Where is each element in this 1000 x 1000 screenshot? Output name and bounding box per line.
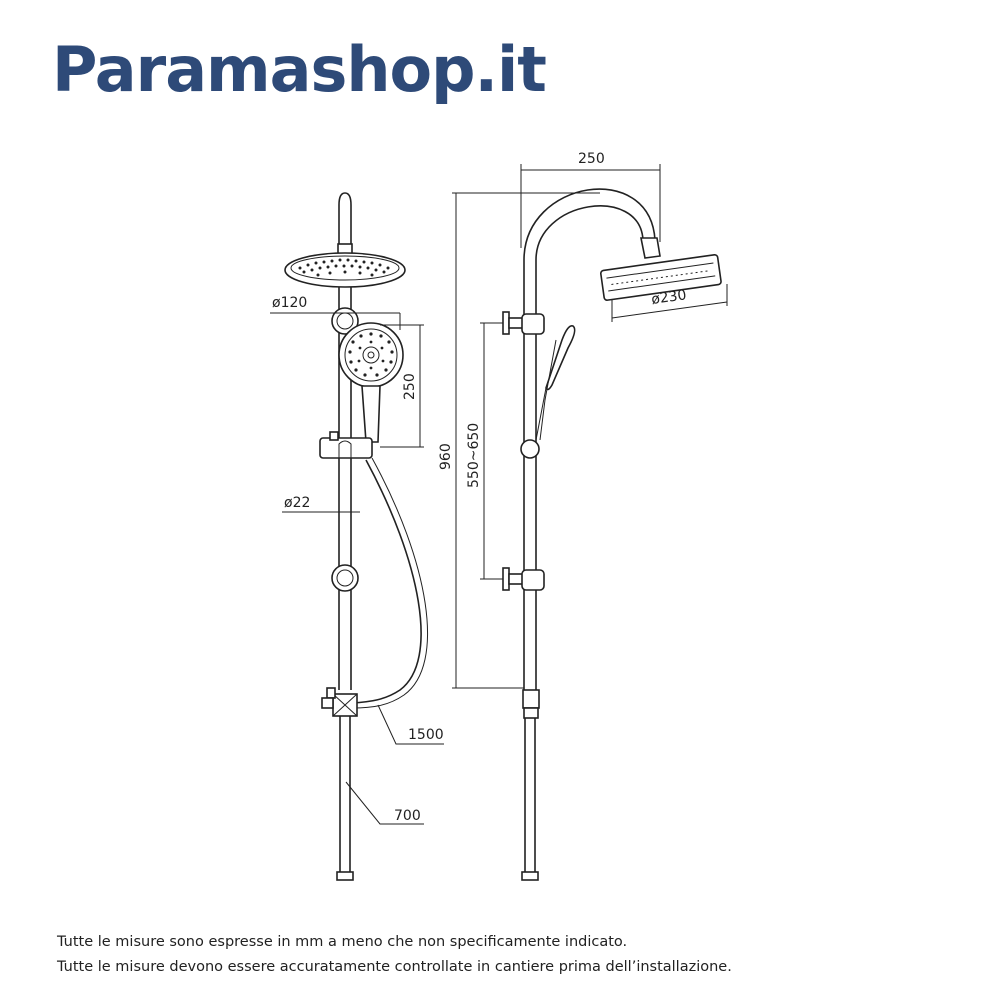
dim-head-diameter: ø230	[650, 287, 687, 308]
dim-slide-travel: 250	[402, 373, 418, 400]
slide-holder-side	[520, 439, 540, 459]
hose	[351, 459, 422, 704]
wall-bracket-upper-side	[502, 311, 545, 335]
wall-bracket-upper-front	[331, 307, 359, 335]
wall-bracket-lower-front	[331, 564, 359, 592]
hand-shower-dots	[348, 332, 394, 377]
dim-bracket-spacing: 550~650	[466, 423, 482, 488]
dim-handshower-diameter: ø120	[272, 295, 307, 311]
diverter-side	[522, 689, 540, 709]
brand-logo: Paramashop.it	[52, 33, 547, 106]
side-view: 250 960 550~650 ø230	[438, 151, 728, 881]
measurement-note-2: Tutte le misure devono essere accuratame…	[57, 959, 732, 975]
rain-shower-head-side	[599, 254, 722, 301]
dim-total-height: 960	[438, 443, 454, 470]
dim-arm-reach: 250	[578, 151, 605, 167]
dim-bar-diameter: ø22	[284, 495, 310, 511]
hand-shower-head-side	[545, 324, 576, 391]
nozzle-dots	[298, 258, 390, 277]
dim-hose-length: 1500	[408, 727, 444, 743]
rain-shower-head-front	[284, 252, 406, 288]
inlet-connector-side	[521, 871, 539, 881]
wall-bracket-lower-side	[502, 567, 545, 591]
dim-lower-pipe-length: 700	[394, 808, 421, 824]
inlet-connector-front	[336, 871, 354, 881]
hand-shower-handle-front	[361, 385, 381, 443]
slide-holder-front	[319, 437, 373, 459]
measurement-note-1: Tutte le misure sono espresse in mm a me…	[57, 934, 628, 950]
front-view: ø120 250 ø22 1500 700	[270, 192, 444, 881]
